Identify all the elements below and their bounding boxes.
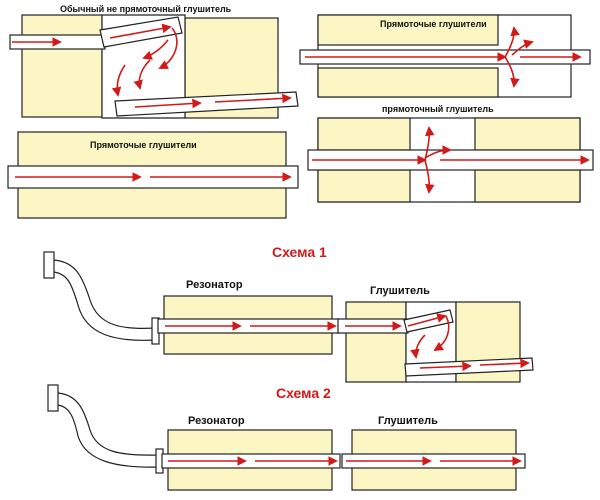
scheme-1-title: Схема 1 (272, 244, 327, 260)
straight-muffler-top-label: Прямоточые глушители (380, 19, 487, 29)
scheme-1-resonator-label: Резонатор (186, 279, 243, 291)
outlet-pipe-angled (114, 91, 299, 117)
straight-muffler-middle-left: Прямоточые глушители (7, 131, 299, 219)
bent-pipe-inner (53, 271, 156, 341)
scheme-2-muffler-label: Глушитель (378, 415, 438, 427)
upper-chamber (317, 14, 499, 46)
scheme-2-title: Схема 2 (276, 385, 331, 401)
bent-pipe-outer (53, 259, 156, 329)
muffler-body-left (21, 14, 103, 118)
resonator-pipe (161, 453, 341, 469)
straight-muffler-middle-right-label: прямоточный глушитель (382, 104, 494, 114)
right-lower-block (474, 169, 581, 203)
left-lower-block (317, 169, 411, 203)
bent-pipe-outer (57, 392, 159, 456)
straight-muffler-middle-label: Прямоточые глушители (90, 140, 197, 150)
right-upper-block (474, 117, 581, 151)
straight-muffler-top-right: Прямоточые глушители (299, 14, 591, 98)
conventional-muffler-label: Обычный не прямоточный глушитель (60, 4, 232, 14)
lower-chamber (317, 67, 499, 98)
muffler-pipe (341, 453, 526, 469)
left-upper-block (317, 117, 411, 151)
conventional-muffler-diagram: Обычный не прямоточный глушитель (9, 4, 299, 119)
bent-pipe-inner (57, 404, 159, 468)
scheme-2: Схема 2 Резонатор Глушитель (47, 384, 526, 491)
straight-muffler-middle-right: прямоточный глушитель (307, 104, 594, 203)
flange (43, 251, 55, 279)
scheme-2-resonator-label: Резонатор (188, 415, 245, 427)
muffler-body-left (345, 301, 407, 383)
flange (47, 384, 59, 412)
scheme-1-muffler-label: Глушитель (370, 285, 430, 297)
scheme-1: Схема 1 Резонатор Глушитель (43, 244, 534, 383)
